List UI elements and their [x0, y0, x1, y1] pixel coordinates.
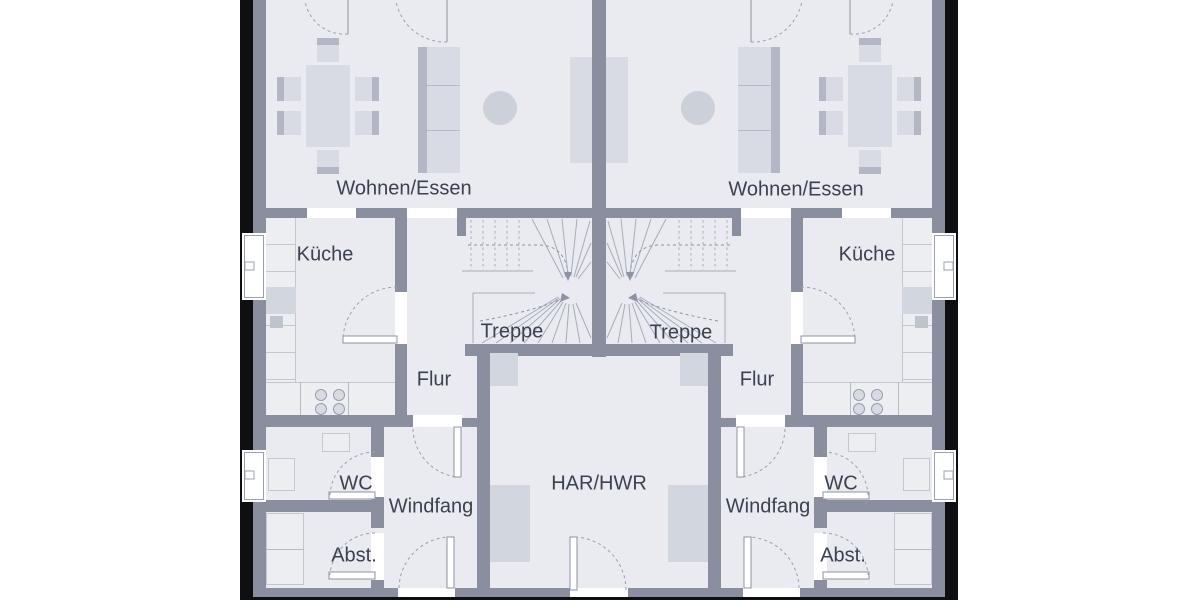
room-label-hall-left: Flur [416, 368, 452, 391]
wall-living-kitchen-left-b [356, 208, 407, 218]
sofa-right [738, 47, 780, 173]
exterior-edge-right [945, 0, 958, 600]
kitchen-counter-bottom-left [266, 382, 395, 415]
toilet-left [268, 458, 295, 491]
dining-chair [277, 77, 301, 101]
sofa-seam [427, 130, 460, 131]
wall-utility-left [477, 347, 490, 588]
wall-wc-side-left-b [371, 497, 384, 528]
wall-wc-side-right-a [814, 427, 827, 457]
counter-seam [348, 382, 349, 415]
sofa-seam [427, 85, 460, 86]
utility-appliance-top-right [680, 353, 708, 386]
exterior-edge-bottom [240, 597, 958, 600]
room-label-living-left: Wohnen/Essen [336, 177, 472, 200]
wall-stair-top-right [606, 208, 736, 218]
wall-living-kitchen-left-a [258, 208, 307, 218]
dining-chair [897, 77, 921, 101]
dining-chair [819, 77, 843, 101]
room-label-storage-left: Abst. [331, 544, 377, 567]
kitchen-counter-bottom-right [803, 382, 932, 415]
utility-washer-right [668, 485, 708, 562]
wall-storage-stub-left [371, 580, 384, 590]
room-label-kitchen-right: Küche [838, 243, 896, 266]
room-label-vestibule-right: Windfang [725, 495, 811, 518]
kitchen-sink-left [270, 316, 283, 328]
sofa-seam [738, 130, 771, 131]
dining-chair [277, 111, 301, 135]
room-label-stairs-left: Treppe [480, 320, 544, 343]
wall-living-kitchen-right-a [891, 208, 940, 218]
counter-seam [850, 382, 851, 415]
room-label-utility-shared: HAR/HWR [551, 472, 647, 495]
wall-wc-bottom-right [827, 500, 945, 512]
room-label-storage-right: Abst. [820, 544, 866, 567]
kitchen-appliance-right [902, 287, 932, 314]
dining-chair [317, 38, 339, 62]
kitchen-appliance-left [266, 287, 296, 314]
room-label-living-right: Wohnen/Essen [728, 178, 864, 201]
toilet-right [903, 458, 930, 491]
room-label-hall-right: Flur [739, 368, 775, 391]
wall-stair-stub-left [457, 208, 466, 236]
wall-stair-top-left [462, 208, 592, 218]
shelf-seam [266, 549, 304, 550]
wall-utility-right [708, 347, 721, 588]
dining-chair [859, 150, 881, 174]
room-label-kitchen-left: Küche [296, 243, 354, 266]
wall-kitchen-hall-left-lower [395, 344, 407, 427]
dining-table-right [848, 65, 892, 147]
dining-chair [355, 77, 379, 101]
wall-kitchen-hall-left-upper [395, 208, 407, 292]
wall-door-stub-right [720, 418, 736, 427]
dining-chair [355, 111, 379, 135]
dining-chair [819, 111, 843, 135]
utility-washer-left [490, 485, 530, 562]
room-label-wc-right: WC [824, 472, 858, 495]
kitchen-sink-right [915, 316, 928, 328]
sideboard-left [570, 57, 592, 163]
sideboard-right [606, 57, 628, 163]
counter-seam [898, 382, 899, 415]
wc-sink-left [322, 433, 350, 452]
wall-wc-top-left [253, 415, 413, 427]
shelf-seam [894, 549, 932, 550]
wall-stair-bottom-right [606, 344, 733, 356]
utility-appliance-top-left [490, 353, 518, 386]
wall-wc-side-right-b [814, 497, 827, 528]
wall-wc-top-right [785, 415, 945, 427]
wall-party-center [592, 0, 606, 357]
dining-table-left [306, 65, 350, 147]
dining-chair [897, 111, 921, 135]
exterior-edge-left [240, 0, 253, 600]
wall-wc-bottom-left [253, 500, 371, 512]
wc-sink-right [848, 433, 876, 452]
room-label-stairs-right: Treppe [649, 321, 713, 344]
sofa-left [418, 47, 460, 173]
dining-chair [317, 150, 339, 174]
coffee-table-right [681, 91, 715, 125]
room-label-vestibule-left: Windfang [388, 495, 474, 518]
wall-kitchen-hall-right-upper [791, 208, 803, 292]
dining-chair [859, 38, 881, 62]
wall-wc-side-left-a [371, 427, 384, 457]
sofa-seam [738, 85, 771, 86]
wall-storage-stub-right [814, 580, 827, 590]
wall-door-stub-left [462, 418, 478, 427]
room-label-wc-left: WC [339, 472, 373, 495]
counter-seam [300, 382, 301, 415]
coffee-table-left [483, 91, 517, 125]
